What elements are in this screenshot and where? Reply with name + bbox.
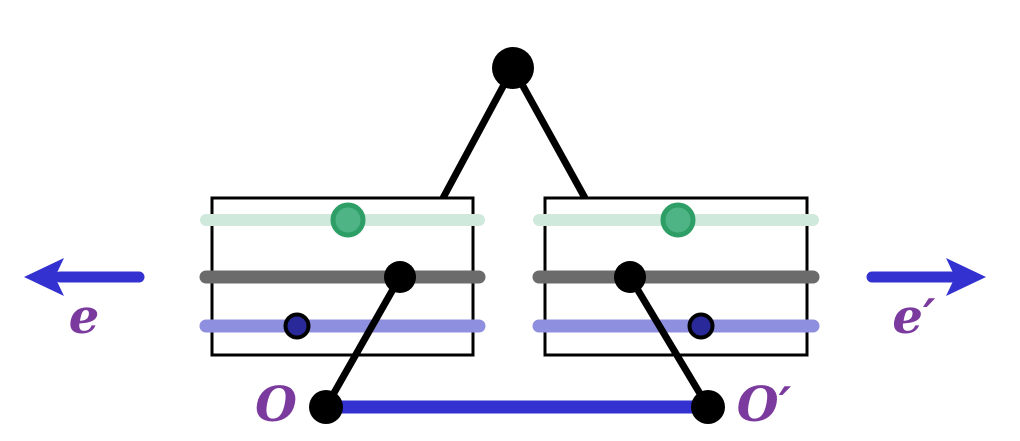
apex-link-left bbox=[439, 66, 517, 200]
navy-marker-left bbox=[283, 312, 311, 340]
navy-marker-right bbox=[687, 312, 715, 340]
label-e: e bbox=[69, 289, 100, 345]
apex-dot bbox=[492, 47, 534, 89]
black-pivot-right bbox=[614, 261, 646, 293]
right-arrow-head bbox=[946, 258, 986, 296]
origin-dot-right bbox=[691, 390, 725, 424]
origin-dot-left bbox=[309, 390, 343, 424]
pendulum-link-left bbox=[322, 275, 404, 409]
label-e-prime: e′ bbox=[892, 289, 936, 345]
green-marker-left bbox=[330, 202, 366, 238]
green-marker-right bbox=[660, 202, 696, 238]
label-O: O bbox=[255, 377, 297, 433]
left-arrow-head bbox=[24, 258, 64, 296]
label-O-prime: O′ bbox=[737, 377, 792, 433]
diagram-shapes bbox=[24, 47, 986, 424]
black-pivot-left bbox=[384, 261, 416, 293]
pendulum-link-right bbox=[626, 275, 712, 409]
apex-link-right bbox=[509, 66, 589, 200]
